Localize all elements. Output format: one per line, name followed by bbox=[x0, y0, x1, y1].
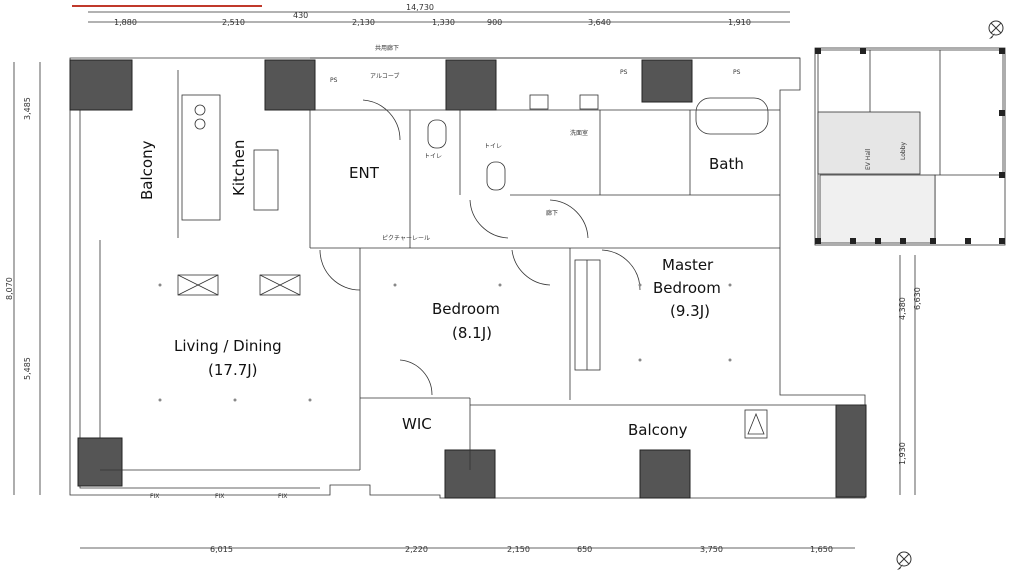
key-plan-columns bbox=[815, 48, 1005, 244]
corridor-label: 共用廊下 bbox=[375, 44, 399, 52]
room-master-line1: Master bbox=[662, 256, 714, 274]
dim-top-1: 1,880 bbox=[114, 18, 137, 27]
toilet-label-2: トイレ bbox=[484, 143, 502, 150]
light-points bbox=[158, 283, 732, 402]
ps-label-2: PS bbox=[620, 69, 628, 76]
right-dimensions: 4,380 6,630 1,930 bbox=[898, 255, 922, 495]
bottom-dimensions: 6,015 2,220 2,150 650 3,750 1,650 bbox=[80, 545, 855, 554]
dim-top-7: 3,640 bbox=[588, 18, 611, 27]
toilet-label-1: トイレ bbox=[424, 153, 442, 160]
dim-bottom-6: 1,650 bbox=[810, 545, 833, 554]
interior-walls bbox=[100, 109, 860, 471]
room-living: Living / Dining bbox=[174, 337, 282, 355]
sink-1 bbox=[529, 94, 549, 110]
key-lobby: Lobby bbox=[900, 141, 907, 160]
left-dimensions: 3,485 8,070 5,485 bbox=[5, 62, 41, 495]
dim-left-3: 5,485 bbox=[23, 357, 32, 380]
room-master-line2: Bedroom bbox=[653, 279, 721, 297]
bathtub bbox=[695, 97, 769, 135]
dim-bottom-5: 3,750 bbox=[700, 545, 723, 554]
alcove-label: アルコーブ bbox=[370, 72, 399, 80]
dim-top-2: 2,510 bbox=[222, 18, 245, 27]
dim-bottom-1: 6,015 bbox=[210, 545, 233, 554]
room-bedroom: Bedroom bbox=[432, 300, 500, 318]
kitchen-counters bbox=[181, 94, 279, 221]
room-bath: Bath bbox=[709, 155, 744, 173]
dim-right-3: 1,930 bbox=[898, 442, 907, 465]
top-dimensions: 14,730 1,880 2,510 430 2,130 1,330 900 3… bbox=[88, 3, 790, 27]
hallway-label: 廊下 bbox=[546, 209, 558, 217]
dim-left-2: 8,070 bbox=[5, 277, 14, 300]
compass-icon bbox=[896, 551, 912, 570]
dim-top-8: 1,910 bbox=[728, 18, 751, 27]
toilet-2 bbox=[486, 161, 506, 191]
dim-top-6: 900 bbox=[487, 18, 502, 27]
sink-2 bbox=[579, 94, 599, 110]
room-balcony-left: Balcony bbox=[138, 140, 156, 200]
fix-label-1: FIX bbox=[150, 493, 159, 500]
washroom-label: 洗面室 bbox=[570, 129, 588, 137]
room-bedroom-size: (8.1J) bbox=[452, 324, 492, 342]
ceiling-marks bbox=[177, 274, 768, 439]
dim-bottom-3: 2,150 bbox=[507, 545, 530, 554]
dim-right-1: 4,380 bbox=[898, 297, 907, 320]
door-swings bbox=[319, 99, 641, 396]
room-balcony-bottom: Balcony bbox=[628, 421, 688, 439]
room-kitchen: Kitchen bbox=[230, 140, 248, 196]
dim-top-5: 1,330 bbox=[432, 18, 455, 27]
dim-left-1: 3,485 bbox=[23, 97, 32, 120]
outer-walls bbox=[69, 57, 866, 499]
fix-label-2: FIX bbox=[215, 493, 224, 500]
columns bbox=[69, 59, 867, 499]
dim-right-2: 6,630 bbox=[913, 287, 922, 310]
ps-label-3: PS bbox=[733, 69, 741, 76]
room-master-size: (9.3J) bbox=[670, 302, 710, 320]
dim-top-3: 430 bbox=[293, 11, 308, 20]
dim-bottom-2: 2,220 bbox=[405, 545, 428, 554]
dim-top-4: 2,130 bbox=[352, 18, 375, 27]
key-plan: EV Hall Lobby bbox=[814, 47, 1006, 246]
north-arrow-icon bbox=[988, 20, 1004, 39]
key-ev-hall: EV Hall bbox=[865, 148, 872, 170]
room-labels: Balcony Kitchen ENT Bath Master Bedroom … bbox=[138, 140, 744, 439]
room-wic: WIC bbox=[402, 415, 432, 433]
dim-top-total: 14,730 bbox=[406, 3, 434, 12]
dim-bottom-4: 650 bbox=[577, 545, 592, 554]
picture-rail-label: ピクチャーレール bbox=[382, 235, 430, 242]
closet bbox=[574, 259, 601, 371]
room-living-size: (17.7J) bbox=[208, 361, 258, 379]
fix-label-3: FIX bbox=[278, 493, 287, 500]
room-ent: ENT bbox=[349, 164, 380, 182]
ps-label-1: PS bbox=[330, 77, 338, 84]
toilet-1 bbox=[427, 119, 447, 149]
